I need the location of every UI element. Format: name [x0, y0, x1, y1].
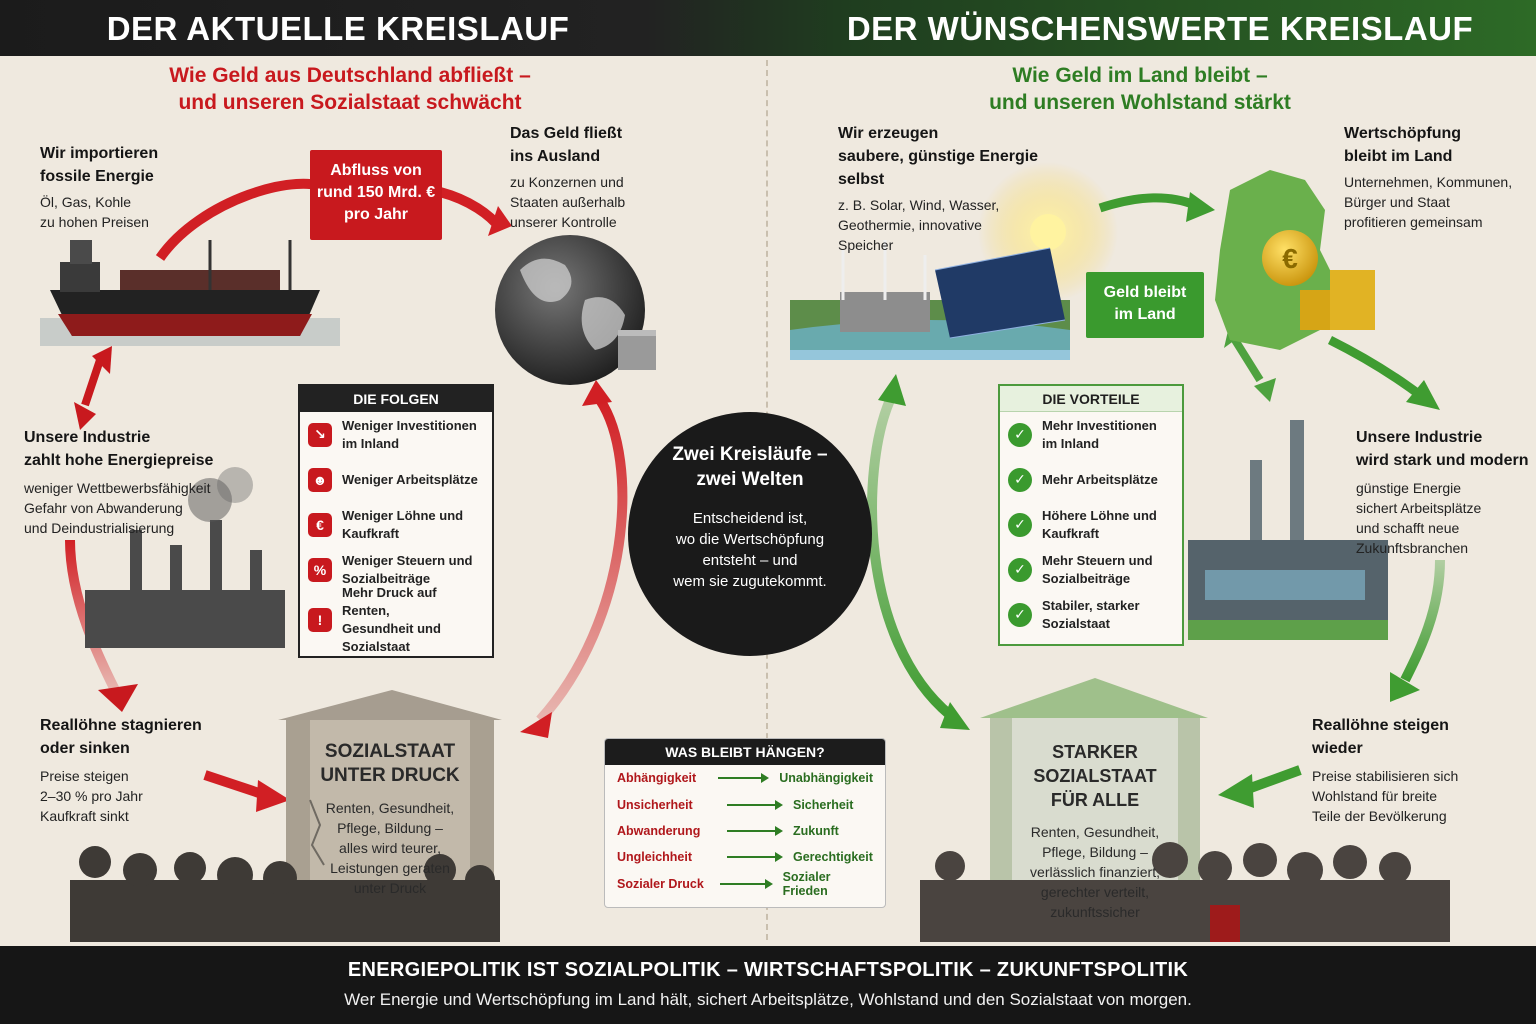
folgen-title: DIE FOLGEN	[300, 386, 492, 412]
import-heading: Wir importieren fossile Energie	[40, 145, 159, 185]
left-monument-title: SOZIALSTAAT UNTER DRUCK	[320, 741, 460, 786]
wages-left-text: Preise steigen 2–30 % pro Jahr Kaufkraft…	[40, 768, 143, 824]
arrow-right-icon	[717, 773, 770, 784]
arrow-right-icon	[727, 799, 783, 810]
left-monument-text: SOZIALSTAAT UNTER DRUCK Renten, Gesundhe…	[300, 740, 480, 898]
wages-left-heading: Reallöhne stagnieren oder sinken	[40, 717, 202, 757]
arrow-right-icon	[727, 825, 783, 836]
globe-illustration	[495, 235, 656, 385]
energy-heading: Wir erzeugen saubere, günstige Energie s…	[838, 125, 1039, 188]
arrow-right-icon	[727, 852, 783, 863]
check-icon: ✓	[1008, 467, 1032, 492]
footer-bar: ENERGIEPOLITIK IST SOZIALPOLITIK – WIRTS…	[0, 946, 1536, 1024]
vorteile-title: DIE VORTEILE	[1000, 386, 1182, 412]
wages-right-block: Reallöhne steigen wieder Preise stabilis…	[1312, 714, 1522, 826]
check-icon: ✓	[1008, 512, 1032, 537]
left-monument-body: Renten, Gesundheit, Pflege, Bildung – al…	[325, 800, 455, 896]
folgen-item: ☻ Weniger Arbeitsplätze	[300, 457, 492, 502]
energy-block: Wir erzeugen saubere, günstige Energie s…	[838, 122, 1078, 255]
outflow-box: Abfluss von rund 150 Mrd. € pro Jahr	[310, 150, 442, 240]
energy-text: z. B. Solar, Wind, Wasser, Geothermie, i…	[838, 197, 1000, 253]
header-bar: DER AKTUELLE KREISLAUF DER WÜNSCHENSWERT…	[0, 0, 1536, 56]
workers-icon: ☻	[308, 467, 332, 492]
right-monument-text: STARKER SOZIALSTAAT FÜR ALLE Renten, Ges…	[994, 740, 1196, 922]
footer-subtitle: Wer Energie und Wertschöpfung im Land hä…	[344, 990, 1192, 1009]
sozialstaat-monument-illustration	[278, 690, 502, 910]
right-subtitle: Wie Geld im Land bleibt – und unseren Wo…	[989, 64, 1291, 114]
crowd-right-illustration	[920, 842, 1450, 942]
import-block: Wir importieren fossile Energie Öl, Gas,…	[40, 142, 240, 232]
check-icon: ✓	[1008, 557, 1032, 582]
pension-pressure-icon: !	[308, 608, 332, 632]
abroad-block: Das Geld fließt ins Ausland zu Konzernen…	[510, 122, 710, 232]
arrow-right-icon	[720, 878, 773, 889]
check-icon: ✓	[1008, 422, 1032, 447]
industry-right-text: günstige Energie sichert Arbeitsplätze u…	[1356, 480, 1482, 556]
svg-text:€: €	[1282, 243, 1298, 274]
value-text: Unternehmen, Kommunen, Bürger und Staat …	[1344, 174, 1513, 230]
check-icon: ✓	[1008, 602, 1032, 627]
taxes-icon: %	[308, 557, 332, 582]
was-bleibt-title: WAS BLEIBT HÄNGEN?	[605, 739, 885, 765]
import-text: Öl, Gas, Kohle zu hohen Preisen	[40, 194, 149, 230]
wages-right-heading: Reallöhne steigen wieder	[1312, 717, 1449, 757]
industry-left-block: Unsere Industrie zahlt hohe Energiepreis…	[24, 426, 274, 538]
left-title: DER AKTUELLE KREISLAUF	[106, 10, 570, 47]
right-title: DER WÜNSCHENSWERTE KREISLAUF	[846, 10, 1474, 47]
right-monument-title: STARKER SOZIALSTAAT FÜR ALLE	[1033, 742, 1157, 810]
wages-left-block: Reallöhne stagnieren oder sinken Preise …	[40, 714, 240, 826]
footer-title: ENERGIEPOLITIK IST SOZIALPOLITIK – WIRTS…	[347, 959, 1189, 981]
right-monument-body: Renten, Gesundheit, Pflege, Bildung – ve…	[1030, 824, 1160, 920]
old-factory-illustration	[85, 467, 285, 648]
center-title: Zwei Kreisläufe – zwei Welten	[672, 444, 828, 490]
industry-right-heading: Unsere Industrie wird stark und modern	[1356, 429, 1529, 469]
abroad-heading: Das Geld fließt ins Ausland	[510, 125, 623, 165]
wallet-icon: €	[308, 512, 332, 537]
wages-right-text: Preise stabilisieren sich Wohlstand für …	[1312, 768, 1459, 824]
industry-left-text: weniger Wettbewerbsfähigkeit Gefahr von …	[24, 480, 211, 536]
value-heading: Wertschöpfung bleibt im Land	[1344, 125, 1462, 165]
vorteile-item: ✓ Mehr Arbeitsplätze	[1000, 457, 1182, 502]
tanker-ship-illustration	[40, 240, 340, 346]
crowd-left-illustration	[70, 846, 500, 942]
industry-right-block: Unsere Industrie wird stark und modern g…	[1356, 426, 1534, 558]
industry-left-heading: Unsere Industrie zahlt hohe Energiepreis…	[24, 429, 214, 469]
euro-coins-illustration: €	[1262, 230, 1375, 330]
money-stays-box: Geld bleibt im Land	[1086, 272, 1204, 338]
renewable-energy-illustration	[790, 240, 1070, 360]
modern-factory-illustration	[1188, 420, 1388, 640]
abroad-text: zu Konzernen und Staaten außerhalb unser…	[510, 174, 626, 230]
value-block: Wertschöpfung bleibt im Land Unternehmen…	[1344, 122, 1534, 232]
investment-down-icon: ↘	[308, 422, 332, 447]
center-circle: Zwei Kreisläufe – zwei Welten Entscheide…	[628, 412, 872, 656]
left-subtitle: Wie Geld aus Deutschland abfließt – und …	[169, 64, 531, 114]
center-text: Entscheidend ist, wo die Wertschöpfung e…	[673, 510, 827, 590]
